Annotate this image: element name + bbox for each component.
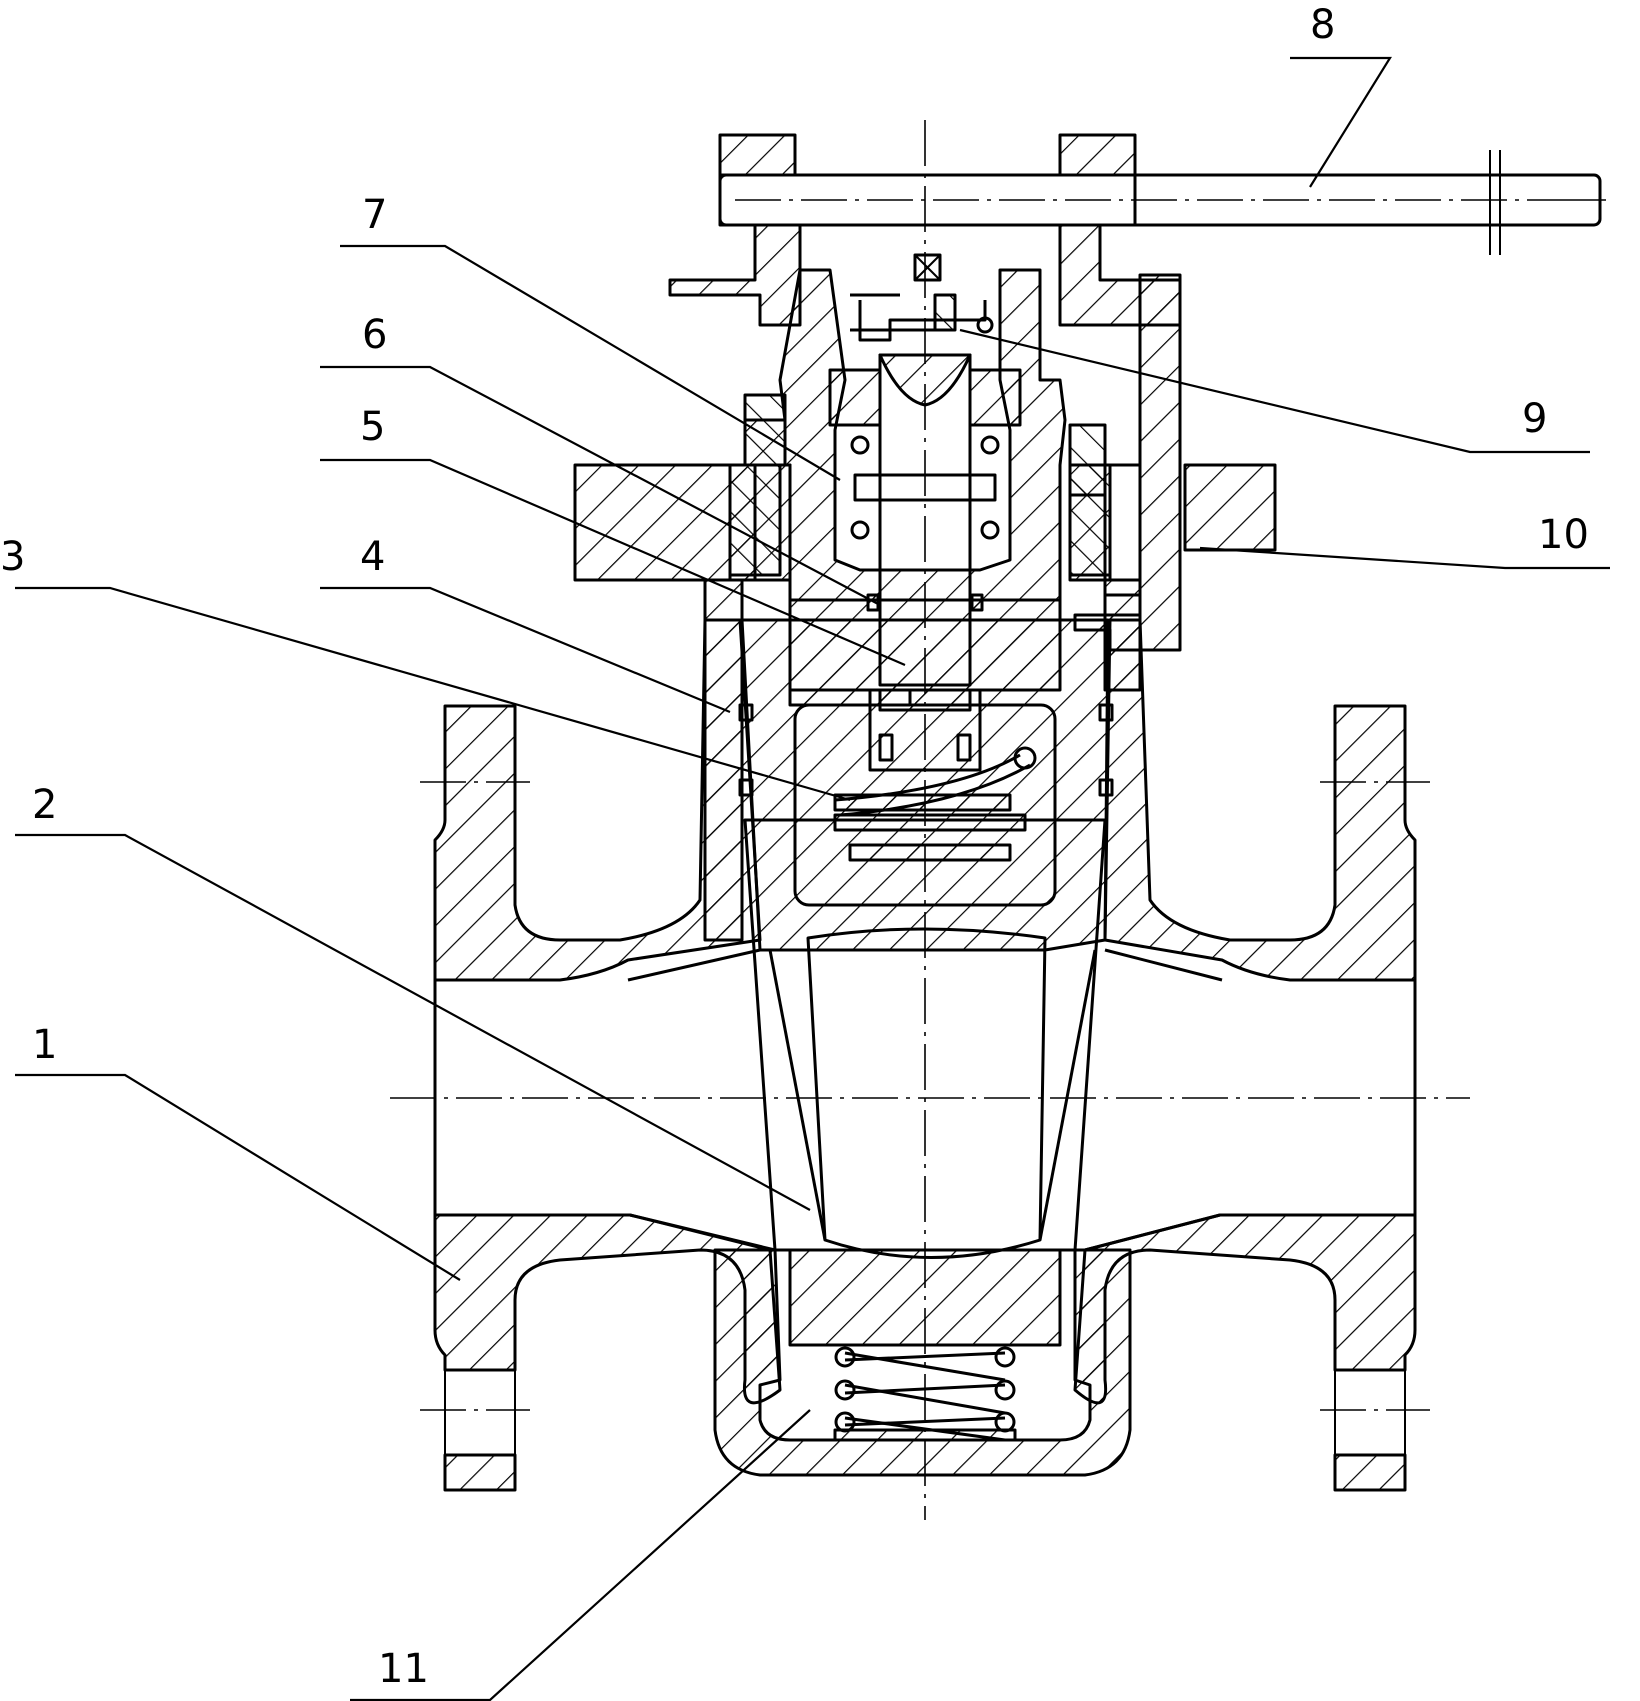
- callout-9: 9: [1522, 396, 1547, 442]
- callout-10: 10: [1538, 512, 1589, 558]
- callout-1: 1: [32, 1022, 57, 1068]
- callout-labels: 1 2 3 4 5 6 7 8 9 10 11: [0, 2, 1589, 1692]
- callout-2: 2: [32, 782, 57, 828]
- callout-3: 3: [0, 534, 25, 580]
- callout-11: 11: [378, 1646, 429, 1692]
- leader-lines: [15, 56, 1610, 1701]
- callout-7: 7: [362, 192, 387, 238]
- callout-6: 6: [362, 312, 387, 358]
- callout-5: 5: [360, 404, 385, 450]
- handle-lever: [718, 150, 1602, 255]
- valve-body: [433, 618, 1417, 1492]
- callout-8: 8: [1310, 2, 1335, 48]
- callout-4: 4: [360, 534, 385, 580]
- stem-housing: [668, 133, 1182, 712]
- stem-internals: [738, 253, 1114, 862]
- spring: [833, 1346, 1017, 1442]
